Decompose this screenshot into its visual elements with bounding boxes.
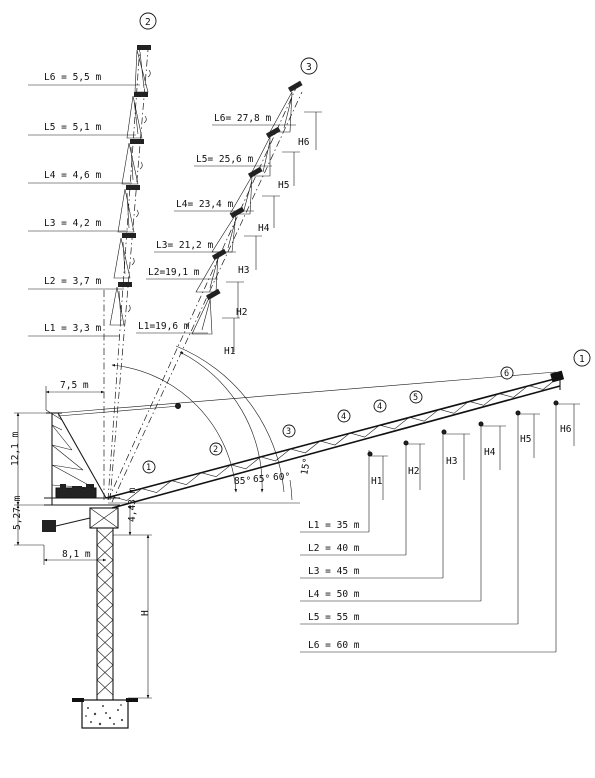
foundation	[72, 698, 138, 729]
luffed-60-radius-L6: L6= 27,8 m	[214, 113, 271, 124]
horizontal-radius-L2: L2 = 40 m	[308, 543, 360, 554]
horizontal-height-H6: H6	[560, 424, 572, 435]
angle-85: 85°	[234, 476, 251, 487]
luffed-60-radius-L1: L1=19,6 m	[138, 321, 190, 332]
svg-text:4: 4	[341, 412, 346, 422]
luffed-60-height-H3: H3	[238, 265, 249, 276]
horizontal-radii: L1 = 35 m L2 = 40 m L3 = 45 m L4 = 50 m …	[300, 404, 557, 653]
horizontal-height-H2: H2	[408, 466, 419, 477]
luffed-85-radius-L5: L5 = 5,1 m	[44, 122, 101, 133]
dim-head-height: 12,1 m	[10, 431, 21, 466]
luffed-85-radius-L6: L6 = 5,5 m	[44, 72, 101, 83]
jib-horizontal	[57, 370, 565, 509]
luffed-60-height-H4: H4	[258, 223, 270, 234]
dim-top-width: 7,5 m	[60, 380, 89, 391]
horizontal-heights: H1 H2 H3 H4 H5 H6	[370, 403, 580, 500]
dim-jib-foot-height: 4,43 m	[127, 487, 138, 522]
jib-luffed-85-stack	[109, 45, 151, 326]
a-frame-head	[45, 409, 107, 505]
horizontal-height-H3: H3	[446, 456, 457, 467]
horizontal-radius-L5: L5 = 55 m	[308, 612, 360, 623]
svg-text:1: 1	[579, 354, 585, 365]
luffed-85-radii: L6 = 5,5 m L5 = 5,1 m L4 = 4,6 m L3 = 4,…	[28, 72, 140, 337]
tower-mast	[96, 528, 114, 700]
hook-marker-2: 2	[209, 442, 223, 456]
hook-marker-4: 4	[337, 409, 351, 423]
horizontal-height-H5: H5	[520, 434, 531, 445]
svg-text:2: 2	[145, 17, 151, 28]
luffed-60-heights: H6 H5 H4 H3 H2 H1	[222, 111, 322, 357]
angle-65: 65°	[253, 474, 270, 485]
horizontal-radius-L3: L3 = 45 m	[308, 566, 360, 577]
luffed-60-height-H1: H1	[224, 346, 236, 357]
jib-luffed-60-tips	[191, 80, 303, 335]
svg-text:4: 4	[377, 402, 382, 412]
horizontal-height-H1: H1	[371, 476, 383, 487]
luffed-85-radius-L4: L4 = 4,6 m	[44, 170, 101, 181]
luffed-85-radius-L3: L3 = 4,2 m	[44, 218, 101, 229]
hook-marker-3: 3	[282, 424, 296, 438]
svg-text:5: 5	[413, 393, 418, 403]
horizontal-radius-L6: L6 = 60 m	[308, 640, 360, 651]
config-marker-2: 2	[139, 12, 157, 30]
svg-text:2: 2	[213, 445, 218, 455]
svg-text:3: 3	[306, 62, 312, 73]
luffed-60-height-H5: H5	[278, 180, 289, 191]
dim-tower-height: H	[140, 610, 151, 616]
jib-luffed-60	[103, 44, 303, 503]
luffed-60-radius-L5: L5= 25,6 m	[196, 154, 253, 165]
config-marker-3: 3	[300, 57, 318, 75]
hook-marker-6: 5	[409, 390, 423, 404]
horizontal-radius-L1: L1 = 35 m	[308, 520, 360, 531]
luffed-85-radius-L2: L2 = 3,7 m	[44, 276, 101, 287]
luffing-arcs	[108, 345, 300, 504]
hook-blocks	[367, 400, 559, 457]
svg-text:3: 3	[286, 427, 291, 437]
luffed-60-radii: L6= 27,8 m L5= 25,6 m L4= 23,4 m L3= 21,…	[136, 113, 296, 334]
hook-marker-7: 6	[500, 366, 514, 380]
hook-marker-1: 1	[142, 460, 156, 474]
hook-marker-5: 4	[373, 399, 387, 413]
luffed-60-radius-L2: L2=19,1 m	[148, 267, 200, 278]
luffed-60-height-H6: H6	[298, 137, 310, 148]
horizontal-radius-L4: L4 = 50 m	[308, 589, 360, 600]
luffed-85-radius-L1: L1 = 3,3 m	[44, 323, 101, 334]
luffed-60-height-H2: H2	[236, 307, 247, 318]
angle-15: 15°	[299, 457, 313, 476]
luffed-60-radius-L3: L3= 21,2 m	[156, 240, 213, 251]
svg-text:6: 6	[504, 369, 509, 379]
dim-counter-width: 8,1 m	[62, 549, 91, 560]
dim-counter-height: 5,27 m	[12, 495, 23, 530]
svg-text:1: 1	[146, 463, 151, 473]
luffed-60-radius-L4: L4= 23,4 m	[176, 199, 233, 210]
config-marker-1: 1	[573, 349, 591, 367]
horizontal-height-H4: H4	[484, 447, 496, 458]
dimension-lines	[14, 386, 152, 699]
slewing-platform	[42, 484, 120, 532]
angle-60: 60°	[273, 472, 290, 483]
